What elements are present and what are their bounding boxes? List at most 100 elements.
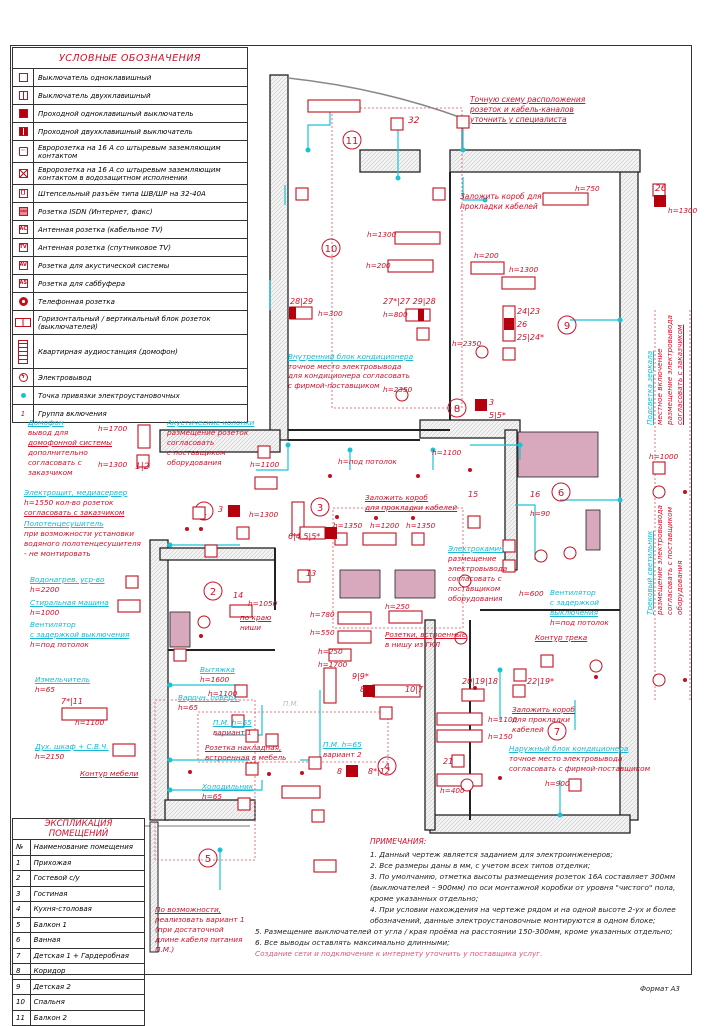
note-acoustic: Акустические колонки размещение розеток … xyxy=(167,418,255,467)
note-fireplace: Электрокамин размещение электровывода со… xyxy=(448,544,508,603)
wall-bottom-right xyxy=(429,814,631,834)
height-label: h=250 xyxy=(318,647,343,656)
height-label: h=250 xyxy=(385,602,410,611)
balcony-wall xyxy=(149,821,159,953)
subwoofer-socket-icon: AS xyxy=(18,279,28,288)
room-name: Балкон 2 xyxy=(29,1009,146,1026)
drawing-frame xyxy=(10,45,692,975)
room-number: 2 xyxy=(210,587,216,598)
room-num: 1 xyxy=(12,854,31,871)
height-label: h=1100 xyxy=(488,715,518,724)
wall-right xyxy=(619,149,639,821)
group-label: 13 xyxy=(306,569,317,578)
room-name: Гостиная xyxy=(29,885,146,902)
note-towel: Полотенцесушитель при возможности устано… xyxy=(24,519,141,558)
room-number: 4 xyxy=(384,762,390,773)
group-label: 14 xyxy=(233,591,244,600)
pass-switch-single-icon xyxy=(18,109,28,118)
room-num: 2 xyxy=(12,870,31,887)
group-label: 3 xyxy=(218,505,224,514)
wall-room9-top xyxy=(449,149,641,173)
group-label: 20|19|18 xyxy=(462,677,498,686)
height-label: h=1300 xyxy=(509,265,539,274)
room-num: 6 xyxy=(12,932,31,949)
cable-tv-socket-icon: AC xyxy=(18,225,28,234)
note-outdoor-ac: Наружный блок кондиционера точное место … xyxy=(509,744,651,773)
zone-duct-top xyxy=(331,107,463,409)
wall-left-upper xyxy=(269,74,289,441)
note-track-lights: Трековый светильник размещение электровы… xyxy=(645,505,684,615)
balcony-outline xyxy=(287,77,463,150)
wiring xyxy=(170,108,620,890)
room-number: 5 xyxy=(205,854,211,865)
wc-cabinet xyxy=(169,611,191,648)
group-label: 21 xyxy=(443,757,454,766)
room-name: Балкон 1 xyxy=(29,916,146,933)
height-label: h=2350 xyxy=(383,385,413,394)
note-oven: Дух. шкаф + С.В.Ч.h=2150 xyxy=(35,742,109,761)
height-label: h=1100 xyxy=(208,689,238,698)
height-label: h=1300 xyxy=(98,460,128,469)
notes-block: 1. Данный чертеж является заданием для э… xyxy=(370,850,676,925)
intercom-icon xyxy=(18,339,28,364)
room-num: 4 xyxy=(12,901,31,918)
group-label: 3 xyxy=(489,398,495,407)
height-label: h=600 xyxy=(519,589,544,598)
note-ceiling: h=под потолок xyxy=(338,457,397,466)
legend-label: Группа включения xyxy=(33,404,248,423)
group-label: 6|4 5|5* xyxy=(288,532,321,541)
legend-table: УСЛОВНЫЕ ОБОЗНАЧЕНИЯ Выключатель однокла… xyxy=(12,47,248,423)
kitchen-island-left xyxy=(339,569,381,599)
note-hob: Варочн. поверх.h=65 xyxy=(178,693,240,712)
room-num: 7 xyxy=(12,947,31,964)
note-panel: Электрощит, медиасервер h=1550 кол-во ро… xyxy=(24,488,128,517)
room-number: 11 xyxy=(346,136,359,147)
note-furniture: Контур мебели xyxy=(80,769,139,778)
group-label: 15 xyxy=(468,490,479,499)
group-label: 1|2 xyxy=(135,462,150,472)
format-label: Формат А3 xyxy=(640,985,680,993)
room-num: 9 xyxy=(12,978,31,995)
room-name: Спальня xyxy=(29,994,146,1011)
explication-title: ЭКСПЛИКАЦИЯ ПОМЕЩЕНИЙ xyxy=(12,818,145,840)
note-indoor-ac: Внутренний блок кондиционера точное мест… xyxy=(288,352,414,390)
explication-header-num: № xyxy=(12,839,31,856)
room-name: Прихожая xyxy=(29,854,146,871)
audio-socket-icon: AV xyxy=(18,261,28,270)
pass-switch-double-icon xyxy=(18,127,28,136)
legend-label: Квартирная аудиостанция (домофон) xyxy=(33,334,248,369)
note-intercom: Домофон вывод для домофонной системы доп… xyxy=(28,418,113,477)
phone-socket-icon xyxy=(18,297,28,306)
height-label: h=800 xyxy=(383,310,408,319)
group-label: 5|5* xyxy=(489,411,506,420)
height-label: h=1700 xyxy=(318,660,348,669)
pass-switches xyxy=(228,195,666,777)
group-label: 22|19* xyxy=(527,677,555,686)
height-label: h=1300 xyxy=(668,206,698,215)
height-label: h=780 xyxy=(310,610,335,619)
height-label: h=1100 xyxy=(432,448,462,457)
note-pm-gray: П.М. xyxy=(283,700,299,708)
wall-top-mid xyxy=(359,149,421,173)
group-label: 28|29 xyxy=(290,297,314,306)
group-label: 8 xyxy=(360,685,366,694)
note-fan-right: Вентилятор с задержкой выключения h=под … xyxy=(550,588,609,627)
bath-cabinet xyxy=(585,509,601,551)
note-socket-built: Розетка накладная,встроенная в мебель xyxy=(205,743,287,762)
annotation-zones xyxy=(154,107,691,861)
height-label: h=1300 xyxy=(367,230,397,239)
room-number: 9 xyxy=(564,321,570,332)
